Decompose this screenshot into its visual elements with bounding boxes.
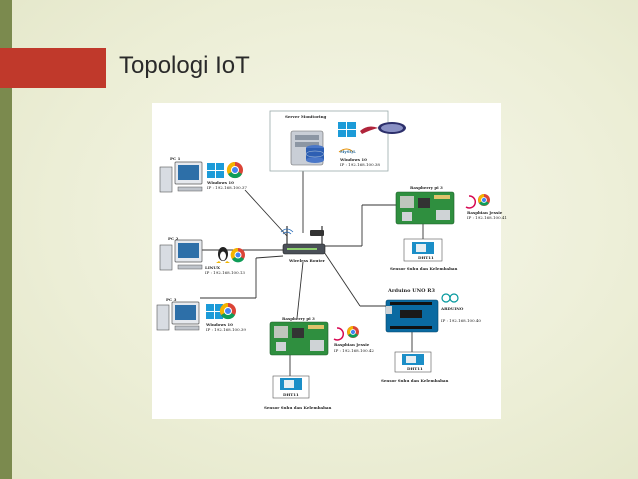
arduino-ip-label: IP : 192.168.100.40 (441, 318, 481, 323)
pc3-name-label: PC 3 (166, 297, 177, 302)
sensor3-chip-label: DHT11 (283, 392, 299, 397)
php-icon (378, 122, 406, 134)
sensor3-label: Sensor Suhu dan Kelembaban (264, 405, 332, 410)
windows-icon (338, 122, 356, 137)
pc2-name-label: PC 2 (168, 236, 179, 241)
left-accent-bar (0, 0, 12, 479)
server-monitoring-node (269, 110, 406, 172)
windows-icon (206, 304, 223, 319)
sensor1-chip-label: DHT11 (418, 255, 434, 260)
title-accent-tab (0, 48, 106, 88)
pc1-os-label: Windows 10 (207, 180, 234, 185)
chrome-icon (226, 161, 243, 179)
pc3-ip-label: IP : 192.168.100.39 (206, 327, 246, 332)
slide-title: Topologi IoT (119, 52, 250, 79)
dht11-sensor-3 (272, 375, 310, 399)
raspberry-pi-top-node (395, 191, 490, 225)
pc1-name-label: PC 1 (170, 156, 181, 161)
rpi-bottom-name-label: Raspberry pi 3 (282, 316, 315, 321)
pc2-ip-label: IP : 192.168.100.13 (205, 270, 245, 275)
debian-icon (465, 195, 477, 209)
server-db-label: MySQL (340, 149, 356, 154)
dht11-sensor-2 (394, 351, 432, 373)
pc2-node (159, 239, 245, 271)
connection-lines (196, 168, 424, 376)
raspberry-pi-bottom-node (269, 321, 359, 356)
pc3-os-label: Windows 10 (206, 322, 233, 327)
link-rpi3-router (296, 261, 304, 319)
pc2-os-label: LINUX (205, 265, 220, 270)
mysql-icon (338, 148, 354, 153)
rpi-top-ip-label: IP : 192.168.100.41 (467, 215, 507, 220)
server-name-label: Server Monitoring (285, 114, 327, 119)
linux-icon (216, 247, 230, 263)
wifi-icon (280, 228, 294, 235)
link-pc3-router (255, 255, 284, 259)
server-ip-label: IP : 192.168.100.38 (340, 162, 380, 167)
wifi-logo (310, 230, 324, 236)
wireless-router-node (280, 226, 326, 255)
windows-icon (207, 163, 224, 178)
link-pc1-router (244, 189, 288, 237)
chrome-icon (230, 247, 245, 263)
rpi-bottom-ip-label: IP : 192.168.100.42 (334, 348, 374, 353)
server-os-label: Windows 10 (340, 157, 367, 162)
rpi-top-name-label: Raspberry pi 3 (410, 185, 443, 190)
chrome-icon (478, 194, 490, 206)
arduino-sub-label: ARDUINO (441, 306, 464, 311)
arduino-uno-node (385, 293, 459, 333)
server-icon (290, 130, 325, 166)
router-label: Wireless Router (289, 258, 325, 263)
link-arduino-router (323, 251, 361, 307)
apache-icon (360, 126, 378, 134)
chrome-icon (347, 326, 359, 338)
sensor2-chip-label: DHT11 (407, 366, 423, 371)
pc1-node (159, 161, 243, 193)
rpi-bottom-os-label: Raspbian Jessie (334, 342, 370, 347)
dht11-sensor-1 (403, 238, 443, 262)
sensor2-label: Sensor Suhu dan Kelembaban (381, 378, 449, 383)
rpi-top-os-label: Raspbian Jessie (467, 210, 503, 215)
chrome-icon (219, 302, 236, 320)
debian-icon (333, 327, 345, 341)
arduino-name-label: Arduino UNO R3 (388, 288, 435, 294)
pc3-node (156, 301, 236, 331)
pc1-ip-label: IP : 192.168.100.37 (207, 185, 247, 190)
sensor1-label: Sensor Suhu dan Kelembaban (390, 266, 458, 271)
arduino-logo-icon (441, 293, 459, 303)
